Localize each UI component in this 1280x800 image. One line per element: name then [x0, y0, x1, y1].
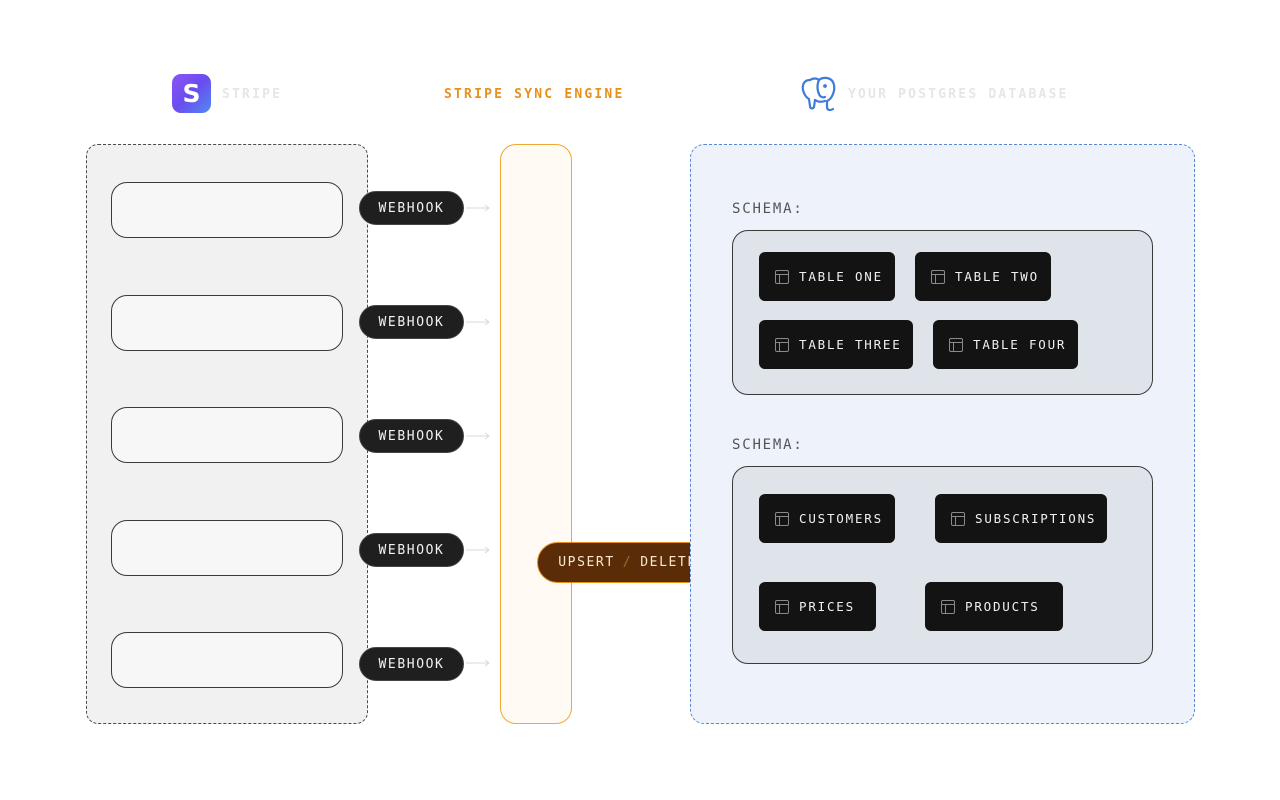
table-icon — [775, 337, 789, 352]
schema-label-text: SCHEMA: — [732, 201, 804, 217]
stripe-logo: S — [172, 74, 211, 113]
webhook-pill: WEBHOOK — [359, 533, 464, 567]
schema-label: SCHEMA: — [732, 201, 810, 217]
stripe-event-box — [111, 407, 343, 463]
table-name: SUBSCRIPTIONS — [975, 511, 1097, 526]
table-name: TABLE ONE — [799, 269, 883, 284]
table-chip: SUBSCRIPTIONS — [935, 494, 1107, 543]
table-chip: TABLE TWO — [915, 252, 1051, 301]
table-name: PRICES — [799, 599, 855, 614]
table-icon — [951, 511, 965, 526]
stripe-label: STRIPE — [222, 87, 283, 102]
table-icon — [775, 269, 789, 284]
action-separator: / — [622, 555, 633, 570]
table-name: TABLE THREE — [799, 337, 902, 352]
table-name: TABLE TWO — [955, 269, 1039, 284]
schema-label-text: SCHEMA: — [732, 437, 804, 453]
stripe-event-box — [111, 295, 343, 351]
postgres-label: YOUR POSTGRES DATABASE — [848, 87, 1069, 102]
sync-engine-label: STRIPE SYNC ENGINE — [444, 87, 625, 102]
table-chip: PRODUCTS — [925, 582, 1063, 631]
webhook-pill: WEBHOOK — [359, 191, 464, 225]
table-chip: CUSTOMERS — [759, 494, 895, 543]
table-icon — [775, 511, 789, 526]
table-icon — [775, 599, 789, 614]
upsert-label: UPSERT — [558, 555, 615, 570]
table-icon — [949, 337, 963, 352]
sync-engine-bar — [500, 144, 572, 724]
table-icon — [931, 269, 945, 284]
upsert-delete-pill: UPSERT / DELETE — [537, 542, 718, 583]
webhook-pill: WEBHOOK — [359, 305, 464, 339]
table-chip: TABLE FOUR — [933, 320, 1078, 369]
stripe-event-box — [111, 520, 343, 576]
stripe-event-box — [111, 182, 343, 238]
postgres-elephant-icon — [801, 76, 836, 112]
table-chip: TABLE ONE — [759, 252, 895, 301]
delete-label: DELETE — [640, 555, 697, 570]
webhook-pill: WEBHOOK — [359, 419, 464, 453]
schema-label: SCHEMA: — [732, 437, 810, 453]
stripe-event-box — [111, 632, 343, 688]
webhook-pill: WEBHOOK — [359, 647, 464, 681]
table-name: PRODUCTS — [965, 599, 1040, 614]
table-chip: PRICES — [759, 582, 876, 631]
table-chip: TABLE THREE — [759, 320, 913, 369]
table-icon — [941, 599, 955, 614]
table-name: CUSTOMERS — [799, 511, 883, 526]
table-name: TABLE FOUR — [973, 337, 1067, 352]
